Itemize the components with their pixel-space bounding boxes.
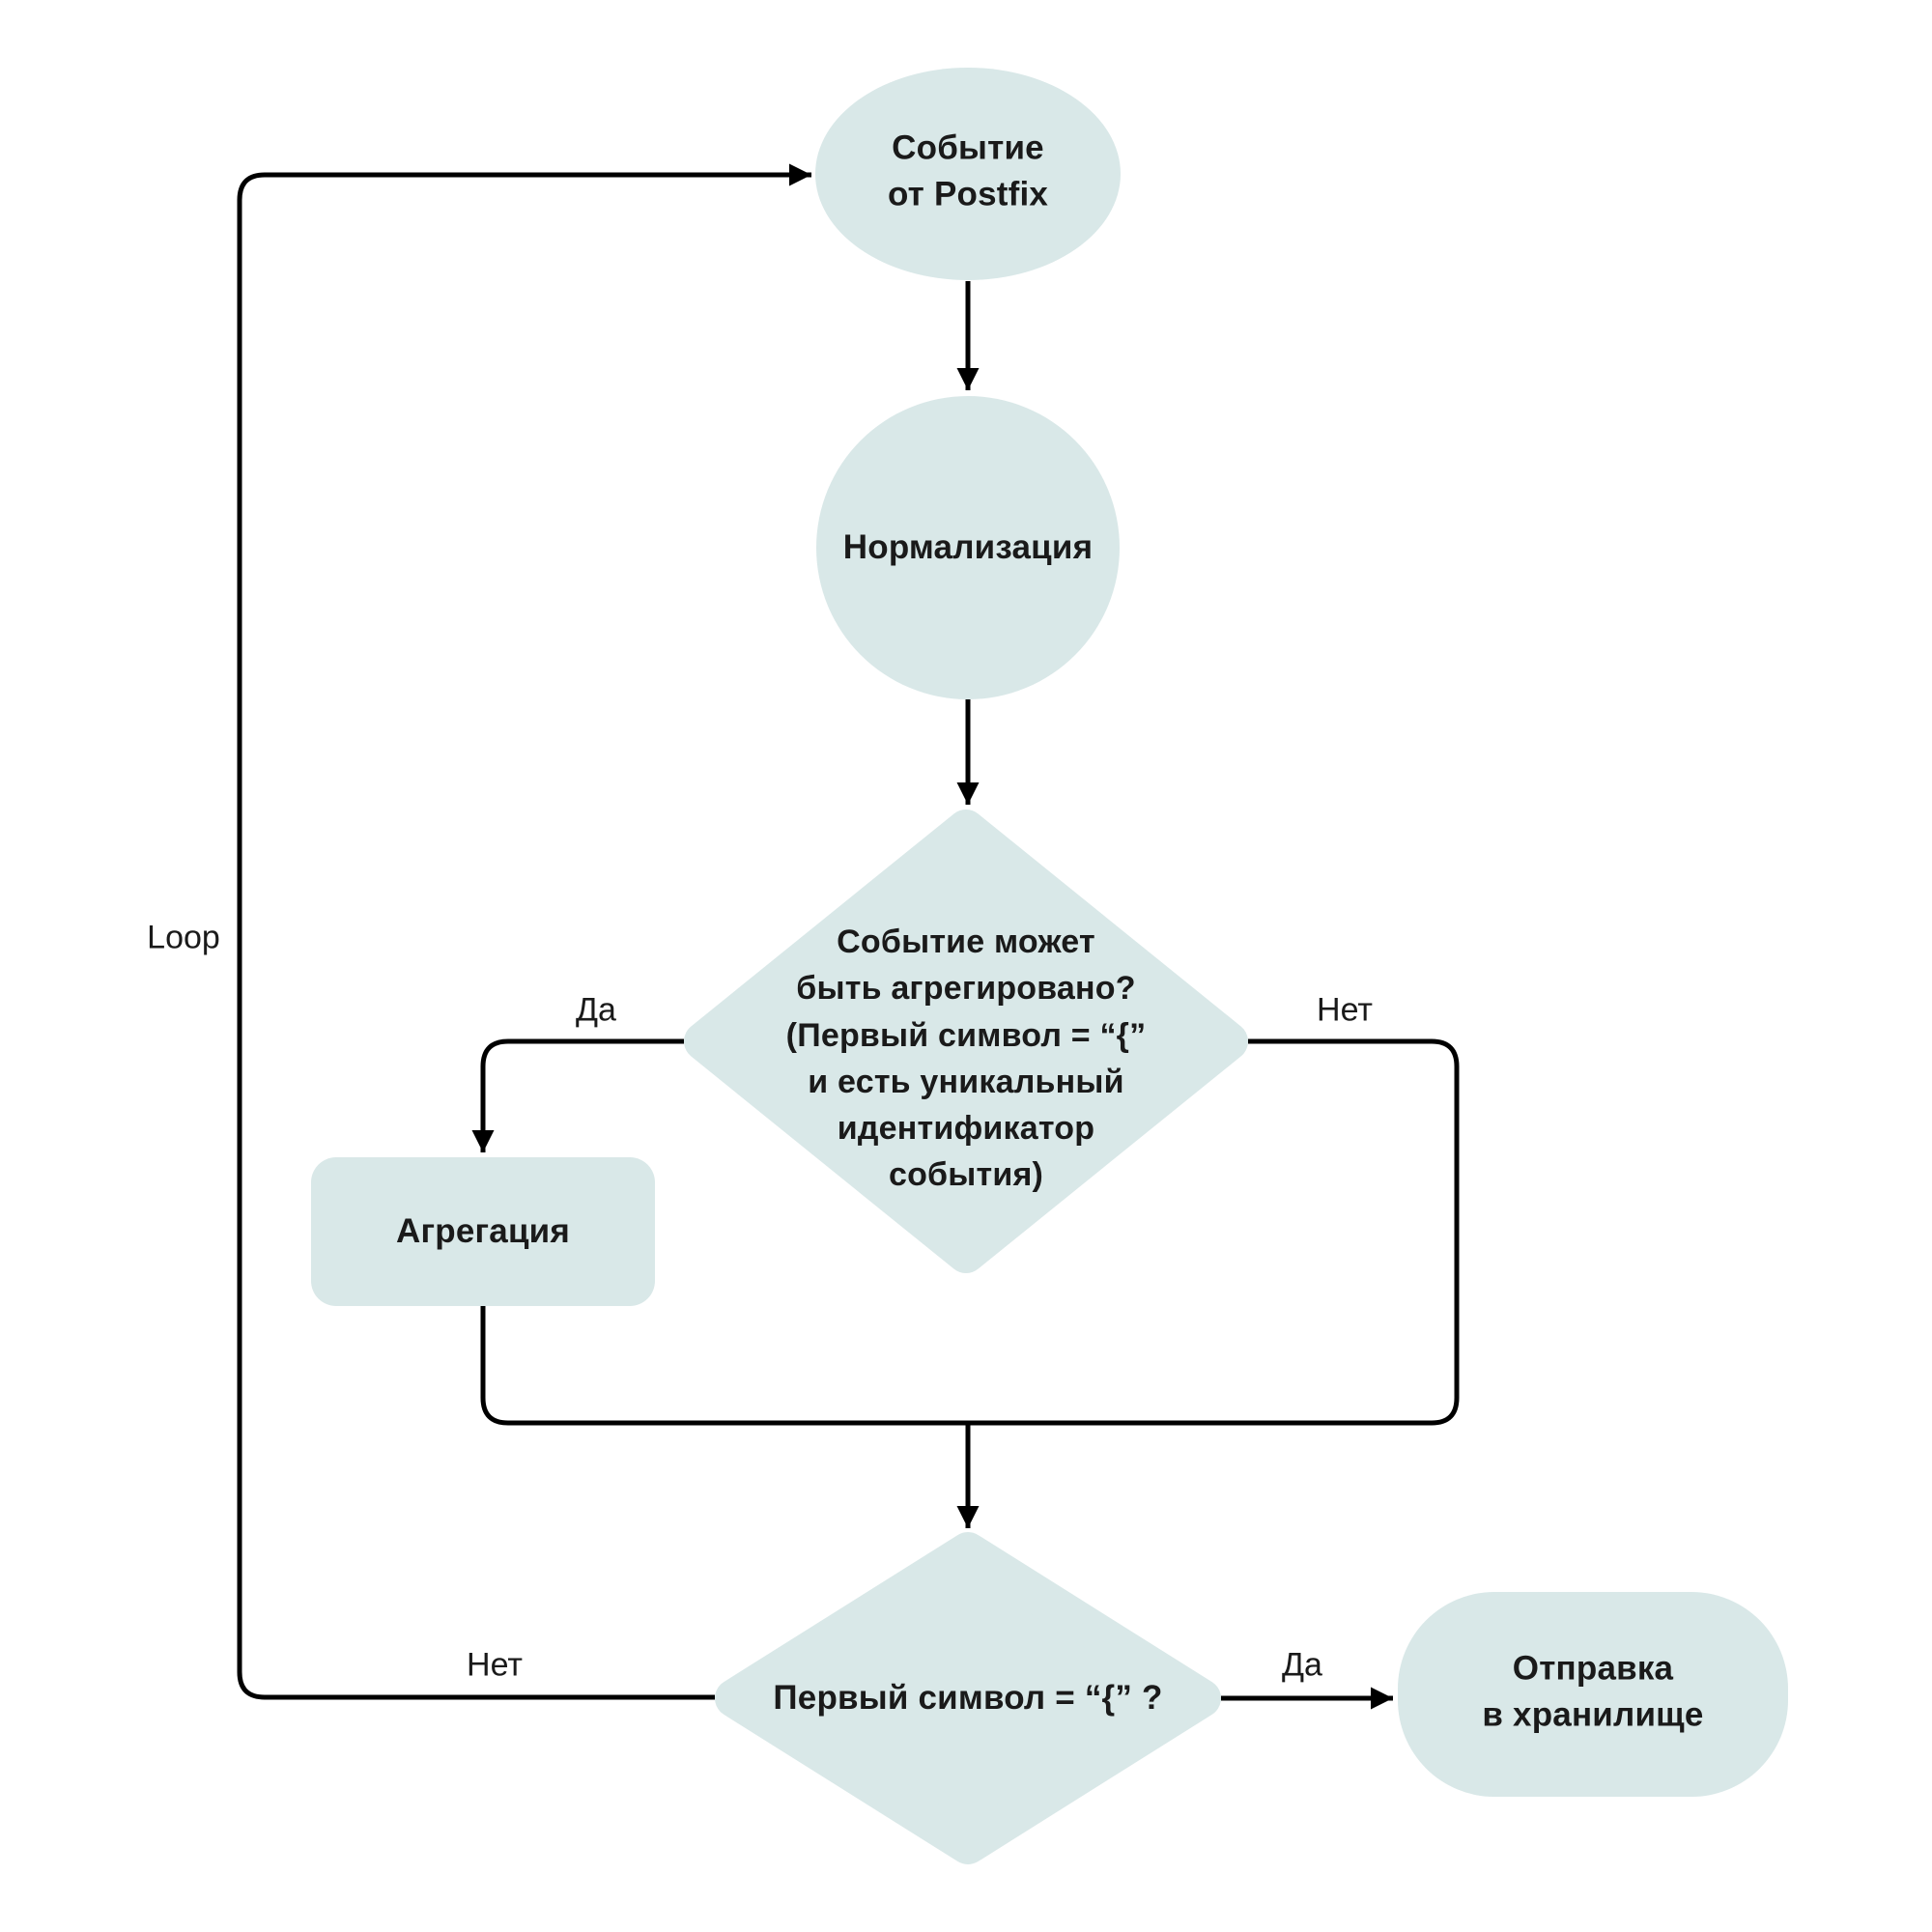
edge-label-aggregate-no: Нет <box>1317 991 1373 1029</box>
normalization-node-label: Нормализация <box>842 527 1094 566</box>
aggregation-node-label: Агрегация <box>396 1211 570 1250</box>
normalization-circle-shape <box>816 396 1120 699</box>
aggregation-rect-shape <box>311 1157 655 1306</box>
start-ellipse-shape <box>815 68 1121 280</box>
first-char-decision-node-label: Первый символ = “{” ? <box>773 1678 1163 1717</box>
edge-first-char-no-loop-to-start <box>237 163 811 1700</box>
aggregate-decision-node-label: Событие может быть агрегировано? (Первый… <box>785 923 1147 1194</box>
edge-label-first-char-yes: Да <box>1282 1646 1322 1684</box>
edge-label-first-char-no: Нет <box>467 1646 523 1684</box>
storage-node-label: Отправка в хранилище <box>1482 1649 1704 1734</box>
first-char-decision-diamond-shape <box>715 1532 1221 1864</box>
edge-merge-no-and-aggregation <box>480 1038 1460 1426</box>
edge-aggregate-decision-yes-to-aggregation <box>471 1038 684 1152</box>
storage-stadium-shape <box>1398 1592 1788 1797</box>
edge-label-aggregate-yes: Да <box>576 991 616 1029</box>
edge-label-loop: Loop <box>147 919 220 956</box>
start-node-label: Событие от Postfix <box>887 128 1049 213</box>
aggregate-decision-diamond-shape <box>684 810 1248 1273</box>
